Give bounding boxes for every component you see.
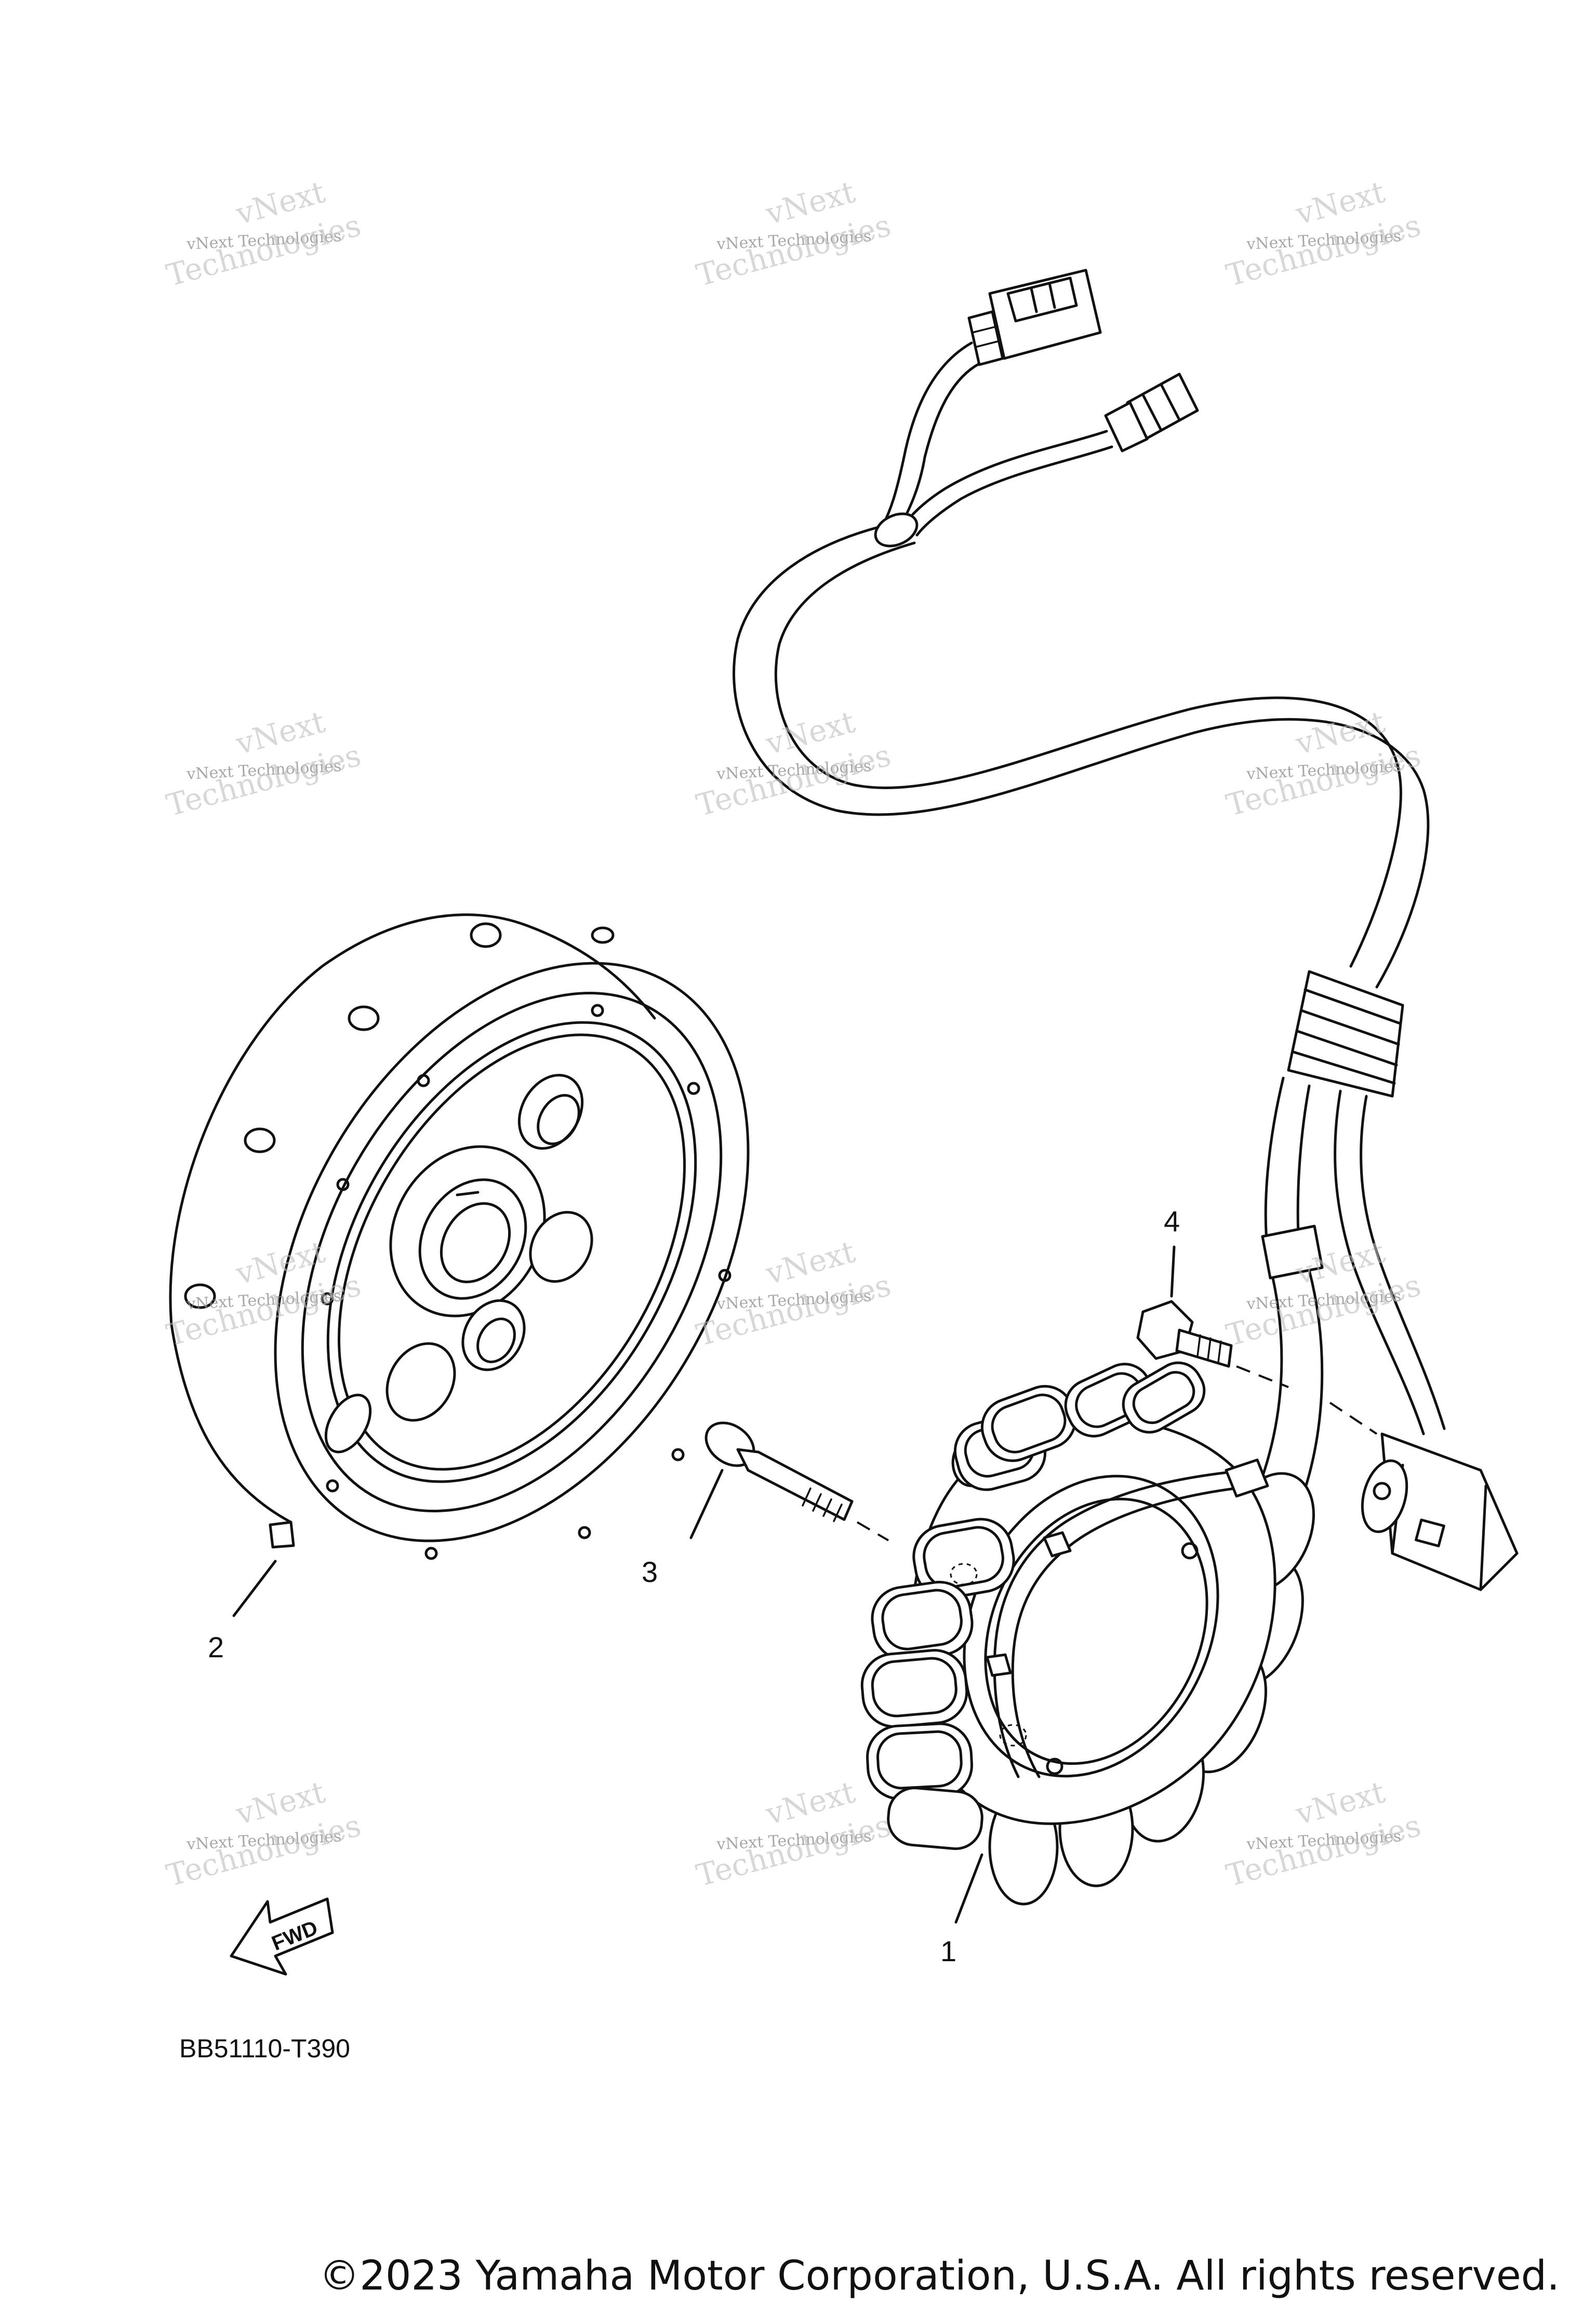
rotor-hub-icon	[389, 1145, 546, 1318]
callout-3-leader	[689, 1469, 724, 1539]
stator-coils-top	[980, 1361, 1206, 1462]
rotor-flywheel-icon	[169, 913, 750, 1560]
sub-coupler-icon	[1104, 372, 1199, 453]
rim-hole-icons	[321, 1004, 732, 1560]
main-coupler-icon	[967, 269, 1102, 366]
pickup-axis	[1329, 1402, 1378, 1435]
callout-2-leader	[232, 1560, 277, 1617]
callout-2-label: 2	[208, 1631, 224, 1664]
copyright-notice: ©2023 Yamaha Motor Corporation, U.S.A. A…	[319, 2253, 1560, 2299]
pickup-coil-icon	[1361, 1432, 1519, 1591]
callout-1-label: 1	[940, 1935, 956, 1967]
figure-code: BB51110-T390	[179, 2034, 350, 2063]
bolt-4-axis	[1236, 1365, 1289, 1388]
callout-4-leader	[1170, 1245, 1176, 1298]
callout-4-label: 4	[1164, 1205, 1180, 1238]
stator-coil-icon	[860, 1361, 1315, 1906]
bolt-3-axis	[856, 1521, 889, 1541]
callout-1-leader	[954, 1853, 983, 1924]
short-bolt-icon	[1136, 1300, 1233, 1368]
callout-3-label: 3	[642, 1555, 658, 1588]
long-bolt-icon	[704, 1421, 854, 1522]
grommet-icon	[1287, 970, 1404, 1098]
fwd-arrow-icon: FWD	[230, 1897, 334, 1976]
